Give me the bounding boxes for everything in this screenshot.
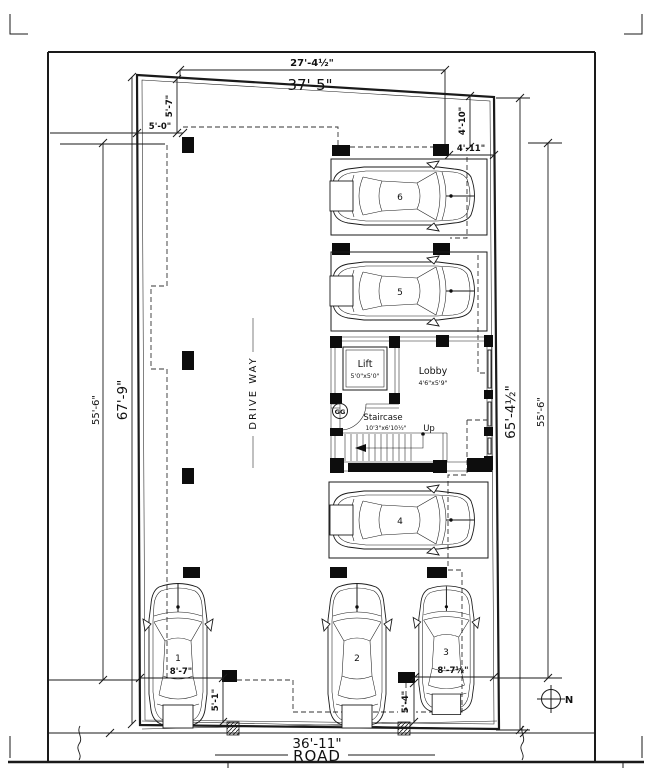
- lobby-window: [487, 401, 492, 427]
- dim-right-outer: 55'-6": [536, 397, 547, 427]
- lobby-size: 4'6"x5'9": [418, 380, 447, 387]
- door-swing: [339, 403, 367, 431]
- staircase-treads: [344, 434, 412, 461]
- north-label: N: [565, 695, 573, 706]
- car-3-number: 3: [443, 648, 449, 658]
- dimension-ticks: [98, 65, 553, 738]
- plot-boundary: [8, 51, 644, 768]
- sheet-corner-marks: [9, 14, 643, 758]
- lobby-window: [487, 437, 492, 455]
- staircase-size: 10'3"x6'10½": [365, 425, 406, 432]
- dimension-texts: 27'-4½" 37'-5" 5'-7" 5'-0" 4'-10" 4'-11"…: [91, 58, 547, 752]
- dim-right-setback-v: 4'-10": [458, 107, 468, 135]
- core: Lift 5'0"x5'0" Lobby 4'6"x5'9" GG Stairc…: [330, 335, 493, 473]
- dim-top-overall: 37'-5": [287, 76, 332, 94]
- driveway-label: DRIVE WAY: [248, 356, 259, 429]
- dim-stall1-setback: 5'-1": [211, 689, 221, 711]
- lift-cab: [342, 346, 388, 391]
- gate-post: [397, 721, 411, 736]
- up-start-dot: [421, 432, 425, 436]
- building-walls: [135, 73, 501, 736]
- dim-stall1-width: 8'-7": [170, 667, 192, 677]
- lobby-window: [487, 349, 492, 389]
- dim-road-frontage: 36'-11": [292, 736, 341, 752]
- road-edge: [48, 725, 595, 761]
- dim-left-overall: 67'-9": [115, 380, 131, 421]
- up-label: Up: [423, 424, 435, 434]
- up-direction-line: [362, 436, 424, 449]
- road-label: ROAD: [293, 747, 341, 765]
- gate-post: [226, 721, 240, 736]
- car-1-number: 1: [175, 654, 181, 664]
- dim-left-setback-v: 5'-7": [165, 95, 175, 117]
- road: ROAD: [215, 747, 435, 765]
- lift-size: 5'0"x5'0": [350, 373, 379, 380]
- dim-left-outer: 55'-6": [91, 395, 102, 425]
- car-6-number: 6: [397, 193, 403, 203]
- cars: 1 2 3 4 5 6: [142, 160, 481, 729]
- setback-dashed-lines: [150, 126, 487, 713]
- car-5-number: 5: [397, 288, 403, 298]
- staircase-label: Staircase: [363, 413, 402, 423]
- dim-stall3-width: 8'-7½": [437, 665, 468, 676]
- lobby-label: Lobby: [419, 366, 448, 377]
- dimension-lines: [48, 65, 562, 738]
- dim-top-inner: 27'-4½": [290, 58, 334, 69]
- car-2-number: 2: [354, 654, 360, 664]
- lift-label: Lift: [358, 359, 373, 370]
- up-arrow-head: [355, 444, 366, 452]
- dim-right-setback-h: 4'-11": [457, 144, 485, 154]
- dim-right-overall: 65'-4½": [503, 385, 519, 439]
- car-4-number: 4: [397, 517, 403, 527]
- driveway: DRIVE WAY: [248, 318, 259, 468]
- columns: [182, 137, 450, 683]
- parking-stalls: [328, 158, 489, 559]
- north-symbol: N: [537, 685, 573, 713]
- door-tag-circle: [332, 403, 348, 419]
- dim-left-setback-h: 5'-0": [149, 122, 171, 132]
- door-tag: GG: [335, 408, 346, 416]
- stall-4: [328, 481, 489, 559]
- dim-stall3-setback: 5'-4": [401, 691, 411, 713]
